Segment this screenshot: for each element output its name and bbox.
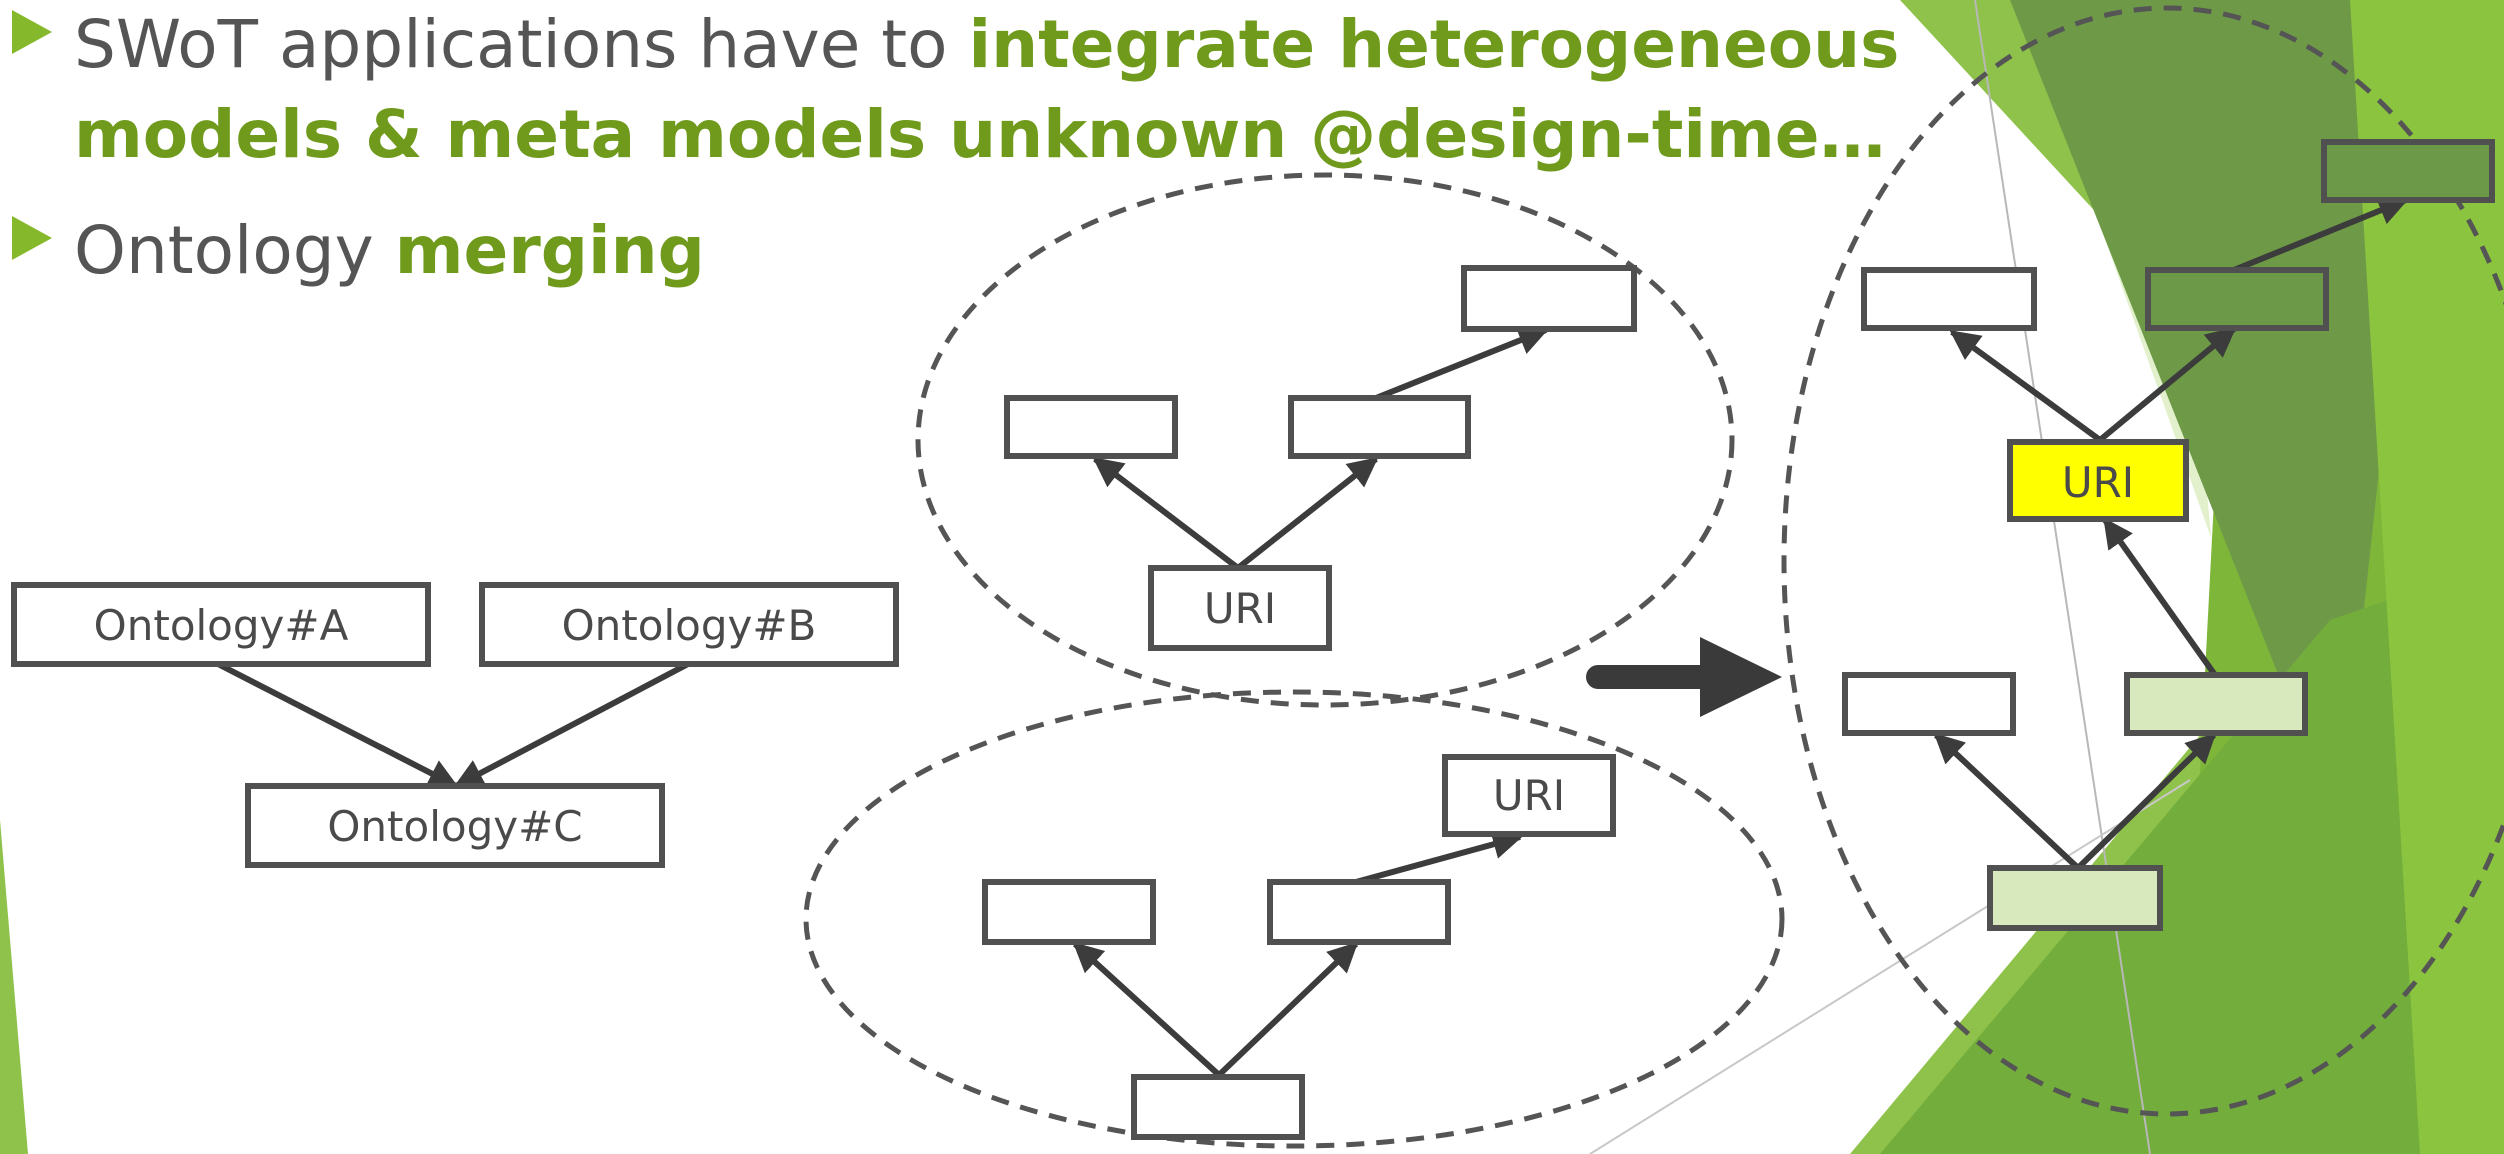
edge-bottom-mid-uri: [1355, 829, 1523, 885]
bullet-2-text: Ontology merging: [74, 206, 705, 296]
edge-merged-lowermid-uri: [2102, 517, 2218, 677]
bullet-1-text: SWoT applications have to integrate hete…: [74, 0, 1899, 180]
bg-shape-dark: [2010, 0, 2430, 830]
bullet-2-plain: Ontology: [74, 212, 395, 289]
merged-graph: URI: [1781, 5, 2504, 1117]
ontology-c-box: [245, 783, 665, 868]
merged-node-lower-mid: [2124, 672, 2308, 736]
bottom-node-mid: [1267, 879, 1451, 945]
bottom-uri-label: URI: [1493, 771, 1565, 820]
merged-uri-label: URI: [2062, 458, 2134, 507]
edge-bottom-root-left: [1072, 941, 1222, 1078]
merged-node-mid: [2145, 267, 2329, 331]
ontology-a-box: [11, 582, 431, 667]
merge-arrow-head: [1700, 637, 1782, 717]
bg-thin-line-2: [1589, 779, 2191, 1154]
bottom-graph-boundary: [803, 689, 1785, 1149]
ontology-tree: Ontology#A Ontology#B Ontology#C: [11, 582, 899, 868]
top-graph-boundary: [915, 172, 1735, 708]
edge-merged-root-lowermid: [2075, 732, 2217, 871]
top-uri-label: URI: [1204, 584, 1276, 633]
merged-graph-boundary: [1781, 5, 2504, 1117]
bullet-1-highlight-1: integrate heterogeneous: [968, 6, 1900, 83]
edge-b-to-c: [453, 661, 690, 789]
merged-node-top-right: [2321, 139, 2495, 203]
top-node-left: [1004, 395, 1178, 459]
bottom-node-left: [982, 879, 1156, 945]
bullet-list: SWoT applications have to integrate hete…: [0, 0, 2504, 320]
bullet-triangle-icon: [12, 10, 52, 54]
edge-bottom-root-mid: [1216, 941, 1359, 1078]
ontology-a-label: Ontology#A: [94, 601, 349, 650]
edge-top-uri-left: [1092, 456, 1240, 571]
top-uri-node: [1148, 565, 1332, 651]
top-node-right: [1461, 265, 1637, 332]
merged-uri-node: [2007, 439, 2189, 522]
bottom-node-root: [1131, 1074, 1305, 1140]
edge-merged-uri-left: [1949, 329, 2102, 443]
bottom-graph: URI: [803, 689, 1785, 1149]
bullet-1: SWoT applications have to integrate hete…: [12, 0, 1899, 180]
bg-shape-left-strip: [0, 820, 28, 1154]
edge-a-to-c: [216, 661, 459, 789]
edge-merged-uri-mid: [2098, 326, 2237, 443]
merge-arrow: [1586, 637, 1782, 717]
bullet-2-highlight: merging: [394, 212, 705, 289]
edge-merged-mid-top: [2232, 196, 2409, 273]
merged-node-root: [1987, 865, 2163, 931]
merged-node-lower-left: [1842, 672, 2016, 736]
bullet-2: Ontology merging: [12, 206, 705, 296]
top-graph: URI: [915, 172, 1735, 708]
bg-shape-lower: [1880, 560, 2504, 1154]
bullet-triangle-icon: [12, 216, 52, 260]
ontology-b-label: Ontology#B: [562, 601, 817, 650]
top-node-mid: [1288, 395, 1471, 459]
ontology-c-label: Ontology#C: [327, 802, 582, 851]
edge-top-uri-mid: [1236, 456, 1379, 571]
edge-top-mid-right: [1374, 326, 1549, 401]
edge-merged-root-left: [1933, 732, 2081, 871]
ontology-b-box: [479, 582, 899, 667]
bg-thin-line: [1974, 0, 2151, 1154]
bullet-1-plain: SWoT applications have to: [74, 6, 969, 83]
bg-shape-right: [2350, 0, 2504, 1154]
merged-node-top-left: [1861, 267, 2037, 331]
bullet-1-highlight-2: models & meta models unknown @design-tim…: [74, 96, 1886, 173]
bottom-uri-node: [1442, 754, 1616, 837]
